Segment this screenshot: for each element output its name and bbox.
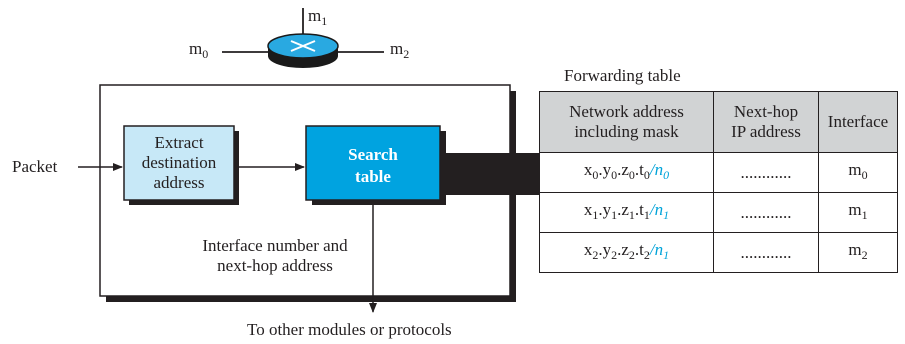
extract-box: [123, 125, 235, 201]
result-label: Interface number and next-hop address: [202, 236, 348, 275]
address-cell: x2.y2.z2.t2/n1: [539, 232, 714, 273]
forwarding-table-title: Forwarding table: [564, 66, 681, 85]
column-header-interface: Interface: [818, 91, 898, 153]
forwarding-table: Network address including mask Next-hop …: [539, 91, 898, 273]
search-box: [305, 125, 441, 201]
interface-cell: m0: [818, 152, 898, 193]
address-cell: x0.y0.z0.t0/n0: [539, 152, 714, 193]
table-header-row: Network address including mask Next-hop …: [539, 91, 898, 153]
column-header-next-hop: Next-hop IP address: [713, 91, 819, 153]
output-label: To other modules or protocols: [247, 320, 452, 339]
table-connector: [440, 153, 540, 195]
address-cell: x1.y1.z1.t1/n1: [539, 192, 714, 233]
next-hop-cell: ............: [713, 192, 819, 233]
table-row: x2.y2.z2.t2/n1 ............ m2: [539, 232, 898, 273]
next-hop-cell: ............: [713, 152, 819, 193]
port-label-m2: m2: [390, 39, 410, 61]
table-row: x0.y0.z0.t0/n0 ............ m0: [539, 152, 898, 193]
router-icon: [222, 8, 384, 68]
column-header-network-address: Network address including mask: [539, 91, 714, 153]
interface-cell: m2: [818, 232, 898, 273]
search-box-label: Search table: [348, 145, 398, 186]
port-label-m1: m1: [308, 6, 328, 28]
extract-box-label: Extract destination address: [141, 133, 217, 192]
interface-cell: m1: [818, 192, 898, 233]
table-row: x1.y1.z1.t1/n1 ............ m1: [539, 192, 898, 233]
port-label-m0: m0: [189, 39, 209, 61]
next-hop-cell: ............: [713, 232, 819, 273]
packet-label: Packet: [12, 157, 58, 176]
